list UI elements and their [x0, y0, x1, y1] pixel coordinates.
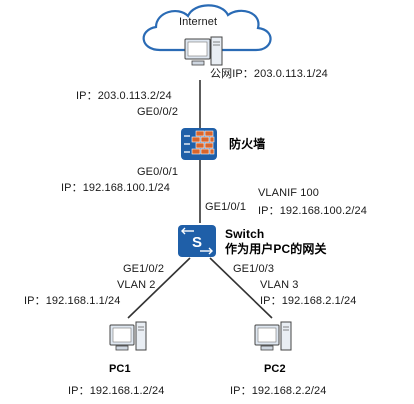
firewall-lower-ip: IP：192.168.100.1/24 — [61, 182, 170, 194]
links — [127, 80, 273, 319]
switch-left-vlan: VLAN 2 — [117, 279, 156, 291]
firewall-upper-port: GE0/0/2 — [137, 106, 179, 118]
pc1-name: PC1 — [109, 363, 131, 375]
public-ip-label: 公网IP：203.0.113.1/24 — [210, 68, 328, 80]
switch-vlanif-ip: IP：192.168.100.2/24 — [258, 205, 367, 217]
cloud-icon — [142, 4, 272, 52]
switch-left-ip: IP：192.168.1.1/24 — [24, 295, 121, 307]
pc-icon — [254, 321, 292, 351]
firewall-icon — [181, 128, 217, 160]
pc-icon — [109, 321, 147, 351]
switch-name: Switch — [225, 227, 265, 241]
switch-right-vlan: VLAN 3 — [260, 279, 299, 291]
switch-right-port: GE1/0/3 — [233, 263, 275, 275]
link-switch-pc2 — [209, 257, 273, 319]
switch-uplink-port: GE1/0/1 — [205, 201, 247, 213]
svg-text:S: S — [192, 234, 202, 251]
switch-role: 作为用户PC的网关 — [225, 242, 327, 256]
firewall-lower-port: GE0/0/1 — [137, 166, 179, 178]
switch-right-ip: IP：192.168.2.1/24 — [260, 295, 357, 307]
pc1-ip: IP：192.168.1.2/24 — [68, 385, 165, 397]
firewall-upper-ip: IP：203.0.113.2/24 — [76, 90, 172, 102]
switch-left-port: GE1/0/2 — [123, 263, 165, 275]
firewall-name: 防火墙 — [229, 137, 266, 151]
pc2-ip: IP：192.168.2.2/24 — [230, 385, 327, 397]
internet-label: Internet — [179, 16, 218, 28]
switch-icon: S — [178, 225, 216, 257]
switch-vlanif: VLANIF 100 — [258, 187, 319, 199]
pc2-name: PC2 — [264, 363, 286, 375]
server-icon — [184, 36, 223, 66]
link-switch-pc1 — [127, 257, 191, 319]
